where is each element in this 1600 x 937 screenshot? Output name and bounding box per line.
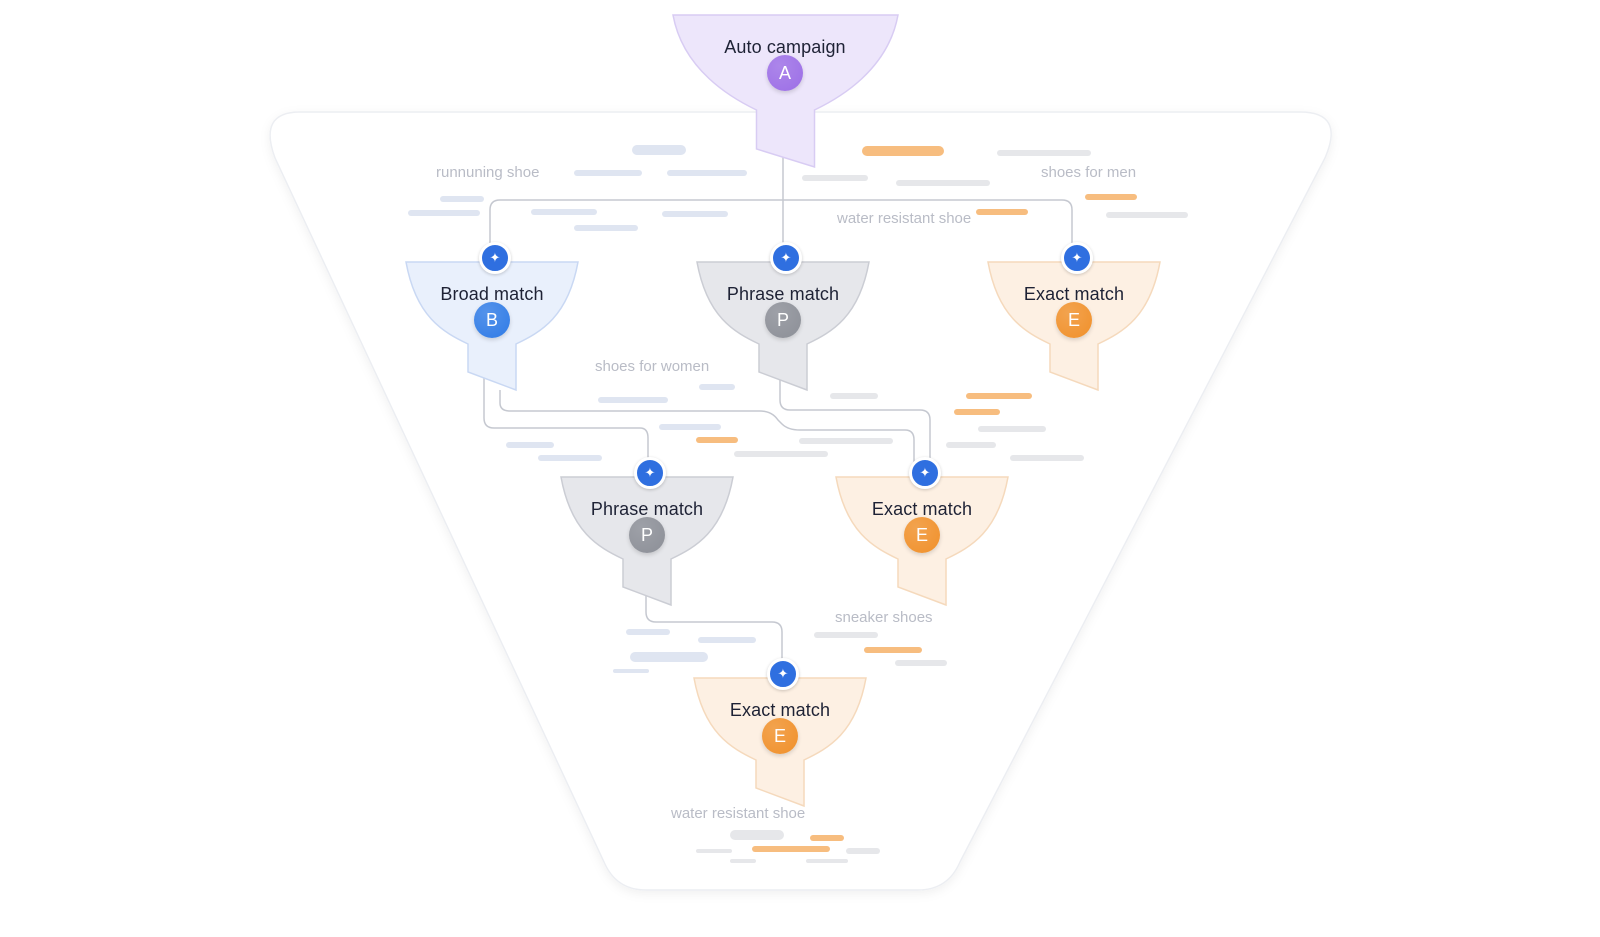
keyword-bar	[730, 830, 784, 840]
keyword-bar	[895, 660, 947, 666]
keyword-bar	[1106, 212, 1188, 218]
keyword-bar	[1085, 194, 1137, 200]
keyword-bar	[997, 150, 1091, 156]
keyword-bar	[966, 393, 1032, 399]
badge-e: E	[904, 517, 940, 553]
badge-b: B	[474, 302, 510, 338]
badge-p: P	[765, 302, 801, 338]
keyword-bar	[978, 426, 1046, 432]
keyword-label: shoes for men	[1041, 164, 1137, 181]
keyword-bar	[538, 455, 602, 461]
node-title: Exact match	[1023, 284, 1125, 304]
keyword-bar	[613, 669, 649, 673]
node-phrase-match-top: ✦ Phrase match P	[697, 242, 869, 402]
sparkle-icon: ✦	[909, 457, 941, 489]
keyword-bar	[662, 211, 728, 217]
node-exact-match-bottom: ✦ Exact match E	[694, 658, 866, 818]
keyword-bar	[862, 146, 944, 156]
keyword-bar	[752, 846, 830, 852]
keyword-bar	[954, 409, 1000, 415]
node-phrase-match-middle: ✦ Phrase match P	[561, 457, 733, 617]
badge-e: E	[1056, 302, 1092, 338]
keyword-bar	[440, 196, 484, 202]
keyword-bar	[896, 180, 990, 186]
keyword-bar	[408, 210, 480, 216]
node-exact-match-top: ✦ Exact match E	[988, 242, 1160, 402]
connector-line	[645, 594, 783, 668]
connector-line	[779, 372, 931, 472]
sparkle-icon: ✦	[479, 242, 511, 274]
keyword-bar	[696, 437, 738, 443]
keyword-bar	[734, 451, 828, 457]
keyword-bar	[814, 632, 878, 638]
sparkle-icon: ✦	[770, 242, 802, 274]
node-title: Auto campaign	[724, 37, 846, 57]
keyword-label: shoes for women	[595, 358, 710, 375]
keyword-bar	[630, 652, 708, 662]
keyword-bar	[806, 859, 848, 863]
keyword-bar	[598, 397, 668, 403]
keyword-bar	[531, 209, 597, 215]
node-exact-match-middle: ✦ Exact match E	[836, 457, 1008, 617]
keyword-bar	[730, 859, 756, 863]
badge-e: E	[762, 718, 798, 754]
keyword-bar	[830, 393, 878, 399]
keyword-label: sneaker shoes	[835, 609, 933, 626]
funnel-shape-auto	[672, 14, 899, 169]
keyword-bar	[667, 170, 747, 176]
keyword-bar	[810, 835, 844, 841]
keyword-bar	[846, 848, 880, 854]
connector-lines	[483, 150, 1073, 668]
node-title: Phrase match	[726, 284, 840, 304]
sparkle-icon: ✦	[634, 457, 666, 489]
node-title: Phrase match	[590, 499, 704, 519]
keyword-bar	[946, 442, 996, 448]
badge-p: P	[629, 517, 665, 553]
keyword-label: runnuning shoe	[436, 164, 540, 181]
sparkle-icon: ✦	[767, 658, 799, 690]
node-title: Broad match	[440, 284, 544, 304]
node-title: Exact match	[729, 700, 831, 720]
keyword-bars	[408, 145, 1188, 863]
connector-line	[499, 390, 915, 472]
keyword-bar	[696, 849, 732, 853]
keyword-label: water resistant shoe	[837, 210, 972, 227]
keyword-bar	[659, 424, 721, 430]
keyword-bar	[506, 442, 554, 448]
keyword-bar	[976, 209, 1028, 215]
keyword-bar	[574, 225, 638, 231]
connector-line	[489, 199, 1073, 258]
connector-line	[483, 372, 649, 472]
sparkle-icon: ✦	[1061, 242, 1093, 274]
node-broad-match: ✦ Broad match B	[406, 242, 578, 402]
node-title: Exact match	[871, 499, 973, 519]
keyword-bar	[699, 384, 735, 390]
keyword-bar	[802, 175, 868, 181]
badge-a: A	[767, 55, 803, 91]
keyword-bar	[698, 637, 756, 643]
keyword-bar	[626, 629, 670, 635]
keyword-bar	[864, 647, 922, 653]
keyword-bar	[799, 438, 893, 444]
keyword-bar	[574, 170, 642, 176]
keyword-label: water resistant shoe	[671, 805, 806, 822]
keyword-bar	[1010, 455, 1084, 461]
keyword-bar	[632, 145, 686, 155]
node-auto-campaign: Auto campaign A	[699, 15, 871, 155]
